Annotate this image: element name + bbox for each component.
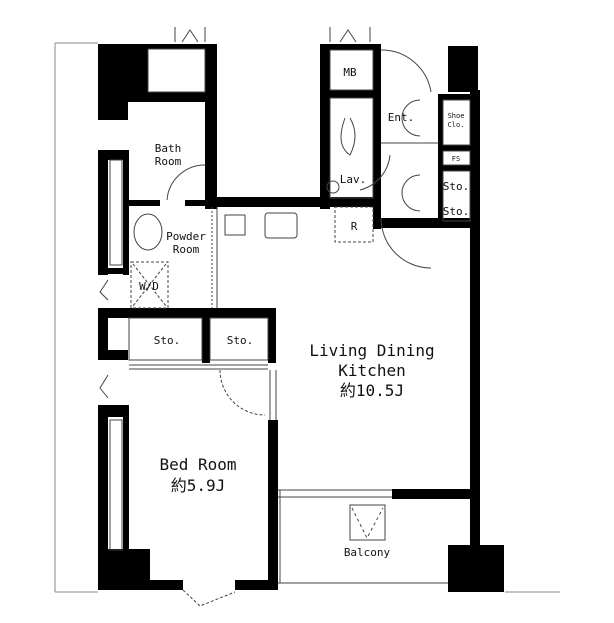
label-powder-2: Room	[173, 243, 200, 256]
site-boundary	[54, 42, 560, 593]
label-shoe-clo-1: Shoe	[448, 112, 465, 120]
storage-left-2	[209, 317, 269, 361]
label-lav: Lav.	[340, 173, 367, 186]
label-sto-left-1: Sto.	[154, 334, 181, 347]
window-bed	[109, 419, 123, 551]
washer-dryer-space	[130, 261, 169, 309]
label-bed-area: 約5.9J	[171, 476, 226, 495]
label-ent: Ent.	[388, 111, 415, 124]
storage-left-1	[128, 317, 203, 361]
label-bath-2: Room	[155, 155, 182, 168]
lav-sink	[326, 180, 340, 194]
stove	[224, 214, 246, 236]
balcony-hatch	[349, 504, 386, 541]
room-labels: MB Bath Room Powder Room W/D Lav. Ent. S…	[139, 66, 469, 559]
kitchen-sink	[264, 212, 298, 239]
label-ldk-1: Living Dining	[309, 341, 434, 360]
label-ldk-area: 約10.5J	[340, 381, 404, 400]
label-refrigerator: R	[351, 220, 358, 233]
label-ldk-2: Kitchen	[338, 361, 405, 380]
refrigerator-space	[334, 206, 374, 243]
label-mb: MB	[343, 66, 357, 79]
window-bath	[109, 159, 123, 266]
label-shoe-clo-2: Clo.	[448, 121, 465, 129]
sink-basin	[133, 213, 163, 251]
walls	[98, 44, 504, 592]
label-wd: W/D	[139, 280, 159, 293]
label-balcony: Balcony	[344, 546, 391, 559]
label-sto-right-2: Sto.	[443, 205, 470, 218]
label-sto-left-2: Sto.	[227, 334, 254, 347]
label-bed: Bed Room	[159, 455, 236, 474]
label-powder-1: Powder	[166, 230, 206, 243]
toilet-icon	[340, 117, 356, 156]
label-bath-1: Bath	[155, 142, 182, 155]
fixtures	[99, 27, 471, 607]
label-fs: FS	[452, 155, 460, 163]
label-sto-right-1: Sto.	[443, 180, 470, 193]
